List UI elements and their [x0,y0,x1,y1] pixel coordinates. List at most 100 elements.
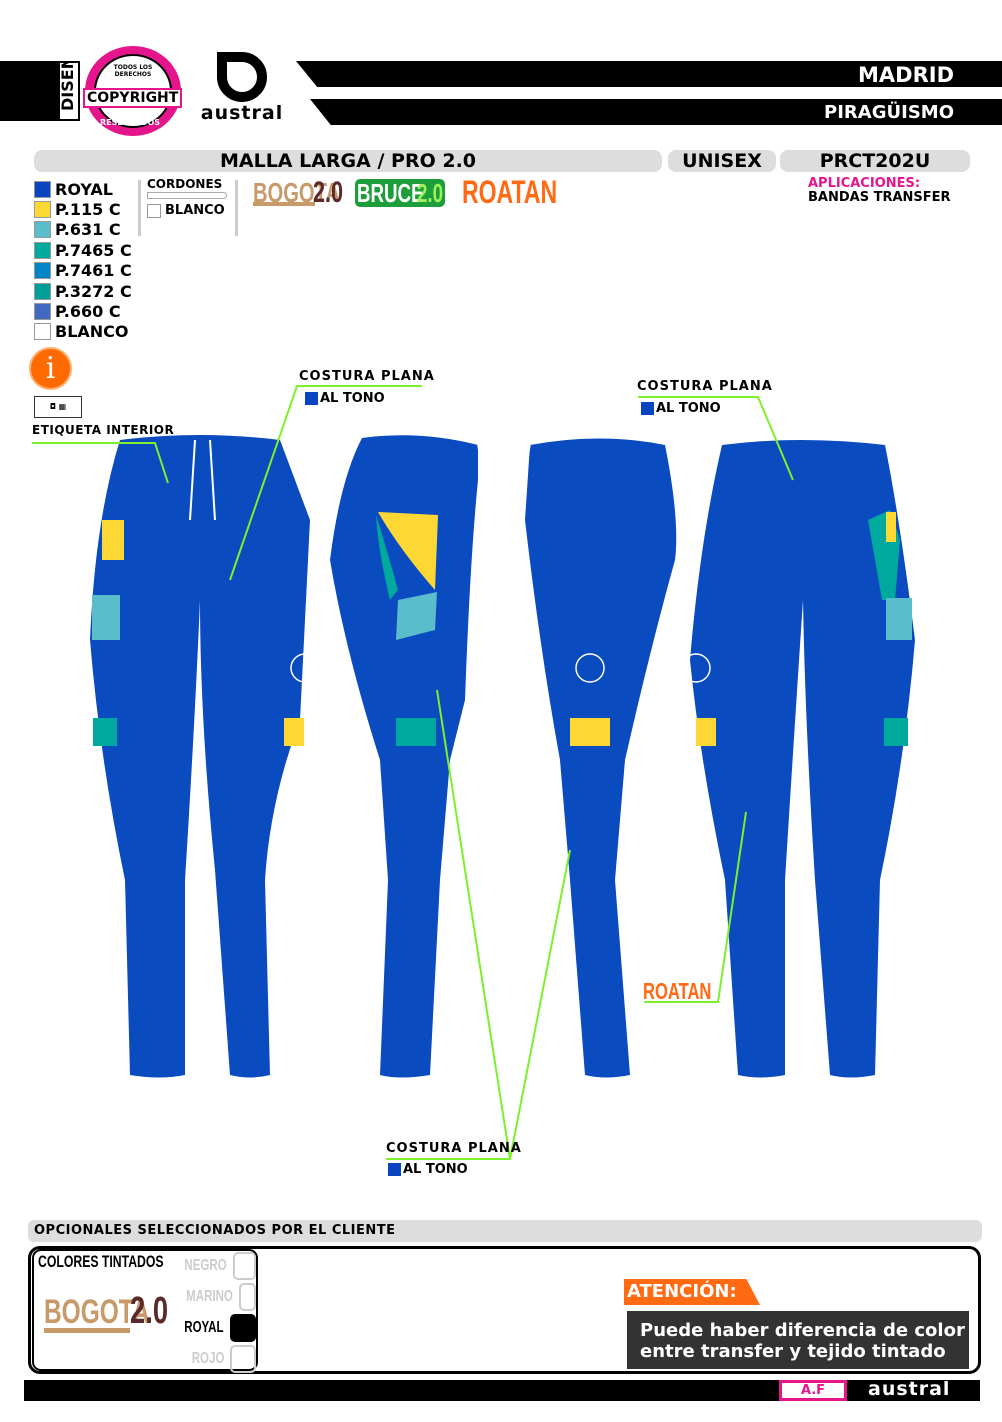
product-code: PRCT202U [780,150,970,172]
annotation-value: AL TONO [320,391,385,406]
tint-option-negro[interactable]: NEGRO [168,1250,256,1281]
footer-brand: austral [868,1378,951,1400]
initials-text: A.F [800,1383,826,1398]
bogota-version: 2.0 [313,176,344,209]
austral-symbol-icon [217,52,267,102]
roatan-callout: ROATAN [643,978,712,1004]
cordones-value: BLANCO [165,203,225,218]
optionals-title-text: OPCIONALES SELECCIONADOS POR EL CLIENTE [34,1223,396,1238]
bogota-text: BOGOTA [44,1293,150,1331]
cord-icon [147,192,227,199]
color-item: ROYAL [34,179,132,199]
annotation-costura-2: COSTURA PLANA AL TONO [637,379,773,416]
annotation-title: COSTURA PLANA [299,369,435,384]
cordones-label: CORDONES [147,177,223,191]
tinted-label: COLORES TINTADOS [38,1252,164,1271]
austral-wordmark: austral [200,102,284,124]
color-name: P.7465 C [55,240,132,260]
option-checkbox[interactable] [232,1251,256,1280]
pants-side-right [509,438,677,1078]
option-label: NEGRO [184,1256,227,1274]
sport-bar: PIRAGÜISMO [310,99,1002,125]
sport-name: PIRAGÜISMO [824,102,954,123]
option-checkbox[interactable] [230,1344,256,1373]
color-name: P.660 C [55,302,121,322]
footer-initials: A.F [779,1380,847,1401]
design-label: DISEÑO [58,61,80,121]
color-swatch [34,282,51,300]
option-checkbox-selected[interactable] [230,1313,256,1342]
attention-title: ATENCIÓN: [624,1279,760,1305]
product-title: MALLA LARGA / PRO 2.0 [34,150,662,172]
bogota-version: 2.0 [130,1290,169,1332]
option-checkbox[interactable] [238,1282,256,1311]
austral-logo: austral [198,52,286,124]
annotation-title: COSTURA PLANA [386,1141,522,1156]
seal-bottom-text: RESERVADOS [100,118,161,127]
font-roatan: ROATAN [462,174,558,210]
seal-copyright: COPYRIGHT [83,88,183,108]
color-item: P.660 C [34,301,132,321]
annotation-value: AL TONO [403,1162,468,1177]
color-swatch [305,392,318,405]
tint-option-rojo[interactable]: ROJO [168,1343,256,1374]
color-item: BLANCO [34,322,132,342]
option-label: ROJO [191,1349,224,1367]
optionals-panel [28,1246,981,1374]
seal-top-text: TODOS LOS DERECHOS [113,64,153,78]
font-bruce: BRUCE2.0 [355,179,445,207]
color-swatch [388,1163,401,1176]
info-icon[interactable]: i [29,347,72,390]
color-item: P.3272 C [34,281,132,301]
footer-bar [24,1380,980,1401]
color-swatch [34,323,51,341]
cordones-swatch [147,203,161,218]
applications-label: APLICACIONES: [808,176,921,191]
color-item: P.631 C [34,220,132,240]
cordones-divider [138,180,141,236]
color-item: P.115 C [34,199,132,219]
color-name: P.115 C [55,200,121,220]
optionals-title: OPCIONALES SELECCIONADOS POR EL CLIENTE [28,1220,982,1242]
cordones-divider [235,180,238,236]
header-black-block [0,61,60,121]
option-label: ROYAL [184,1318,224,1336]
annotation-value: AL TONO [656,401,721,416]
color-swatch [34,221,51,239]
applications-value: BANDAS TRANSFER [808,190,951,205]
product-gender: UNISEX [668,150,776,172]
color-item: P.7465 C [34,240,132,260]
annotation-costura-1: COSTURA PLANA AL TONO [299,369,435,406]
cordones: CORDONES BLANCO [147,177,227,218]
color-name: P.3272 C [55,281,132,301]
callout-lines [32,385,794,1160]
color-name: ROYAL [55,179,113,199]
color-swatch [34,201,51,219]
tinted-colors-box [32,1249,258,1371]
color-swatch [34,180,51,198]
pants-side-left [330,435,496,1078]
tinted-bogota-logo: BOGOTA2.0 [44,1290,183,1333]
option-label: MARINO [186,1287,233,1305]
color-swatch [34,241,51,259]
color-item: P.7461 C [34,261,132,281]
annotation-title: COSTURA PLANA [637,379,773,394]
interior-label-text: ETIQUETA INTERIOR [32,423,175,437]
client-bar: MADRID [296,61,1002,87]
color-swatch [34,262,51,280]
applications: APLICACIONES: BANDAS TRANSFER [808,177,951,205]
bruce-version: 2.0 [417,179,444,207]
pants-front [90,435,320,1078]
color-name: BLANCO [55,322,129,342]
pants-back [681,440,915,1078]
color-list: ROYAL P.115 C P.631 C P.7465 C P.7461 C … [34,179,132,342]
tint-option-marino[interactable]: MARINO [168,1281,256,1312]
copyright-seal: TODOS LOS DERECHOS COPYRIGHT RESERVADOS [83,46,183,136]
label-tag-icon: ◘ ▦ [34,396,82,418]
attention-box: Puede haber diferencia de color entre tr… [627,1311,969,1369]
color-swatch [641,402,654,415]
annotation-costura-3: COSTURA PLANA AL TONO [386,1141,522,1177]
color-swatch [34,303,51,321]
tint-option-royal[interactable]: ROYAL [168,1312,256,1343]
